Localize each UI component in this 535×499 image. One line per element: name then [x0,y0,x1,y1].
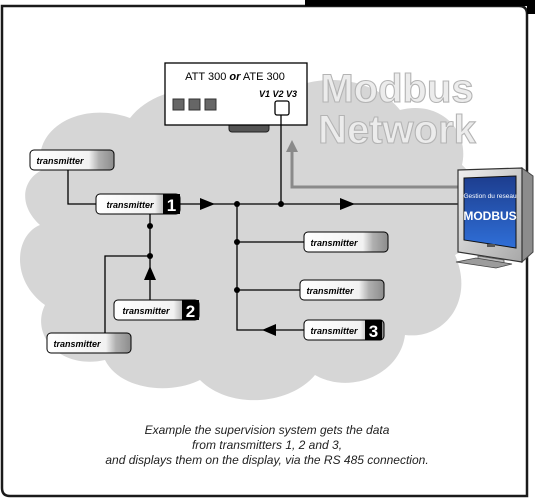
device-led-1 [172,98,185,111]
arrow-tx2-up [144,266,156,280]
caption-line-2: from transmitters 1, 2 and 3, [192,438,342,452]
caption-line-1: Example the supervision system gets the … [145,423,390,437]
monitor-side [521,167,534,264]
transmitter-label: transmitter [53,339,101,349]
transmitter-label: transmitter [122,306,170,316]
overlay-line-2: Network [318,108,477,152]
transmitter-bottom-left: transmitter [46,332,132,354]
transmitter-label: transmitter [106,200,154,210]
transmitter-number: 1 [167,196,176,215]
feedback-line [286,140,458,189]
transmitter-top-left: transmitter [29,149,115,171]
transmitter-right-b: transmitter [299,279,385,301]
monitor-screen-line-1: Gestion du reseau [463,193,517,200]
junction-branch-b [234,287,240,293]
transmitter-number: 3 [369,322,378,341]
arrow-bus-2 [340,198,355,210]
monitor-foot [455,257,513,269]
device-led-2 [188,98,201,111]
att-ate-device: ATT 300 or ATE 300 V1 V2 V3 [164,62,308,133]
transmitter-badge-3 [365,320,382,340]
junction-left [147,253,153,259]
header-tab [305,0,535,14]
wire-branch-right [236,204,304,331]
caption-line-3: and displays them on the display, via th… [105,453,428,467]
device-title: ATT 300 or ATE 300 [185,71,285,83]
device-ports-label: V1 V2 V3 [259,89,297,99]
monitor-screen-line-2: MODBUS [463,209,516,223]
overlay-line-1: Modbus [320,67,473,111]
monitor-screen [463,175,517,249]
arrow-tx3-left [262,324,276,336]
junction-branch-a [234,239,240,245]
transmitter-2: transmitter 2 [113,299,200,321]
monitor-button [487,244,495,247]
arrow-bus-1 [200,198,215,210]
junction-v1 [278,201,284,207]
feedback-arrow [286,140,298,152]
transmitter-label: transmitter [36,156,84,166]
port-v2 [274,100,290,116]
wire-tx-top-left [67,170,96,205]
transmitter-number: 2 [186,302,195,321]
transmitter-3: transmitter 3 [303,319,385,341]
junction-branch [234,201,240,207]
transmitter-label: transmitter [310,238,358,248]
transmitter-right-a: transmitter [303,231,389,253]
supervision-monitor-icon: Gestion du reseau MODBUS [455,167,534,269]
device-led-3 [204,98,217,111]
transmitter-label: transmitter [306,286,354,296]
junction-tx1 [147,223,153,229]
transmitter-badge-2 [182,300,199,320]
transmitter-label: transmitter [310,326,358,336]
transmitter-badge-1 [163,194,180,214]
transmitter-1: transmitter 1 [95,193,181,215]
